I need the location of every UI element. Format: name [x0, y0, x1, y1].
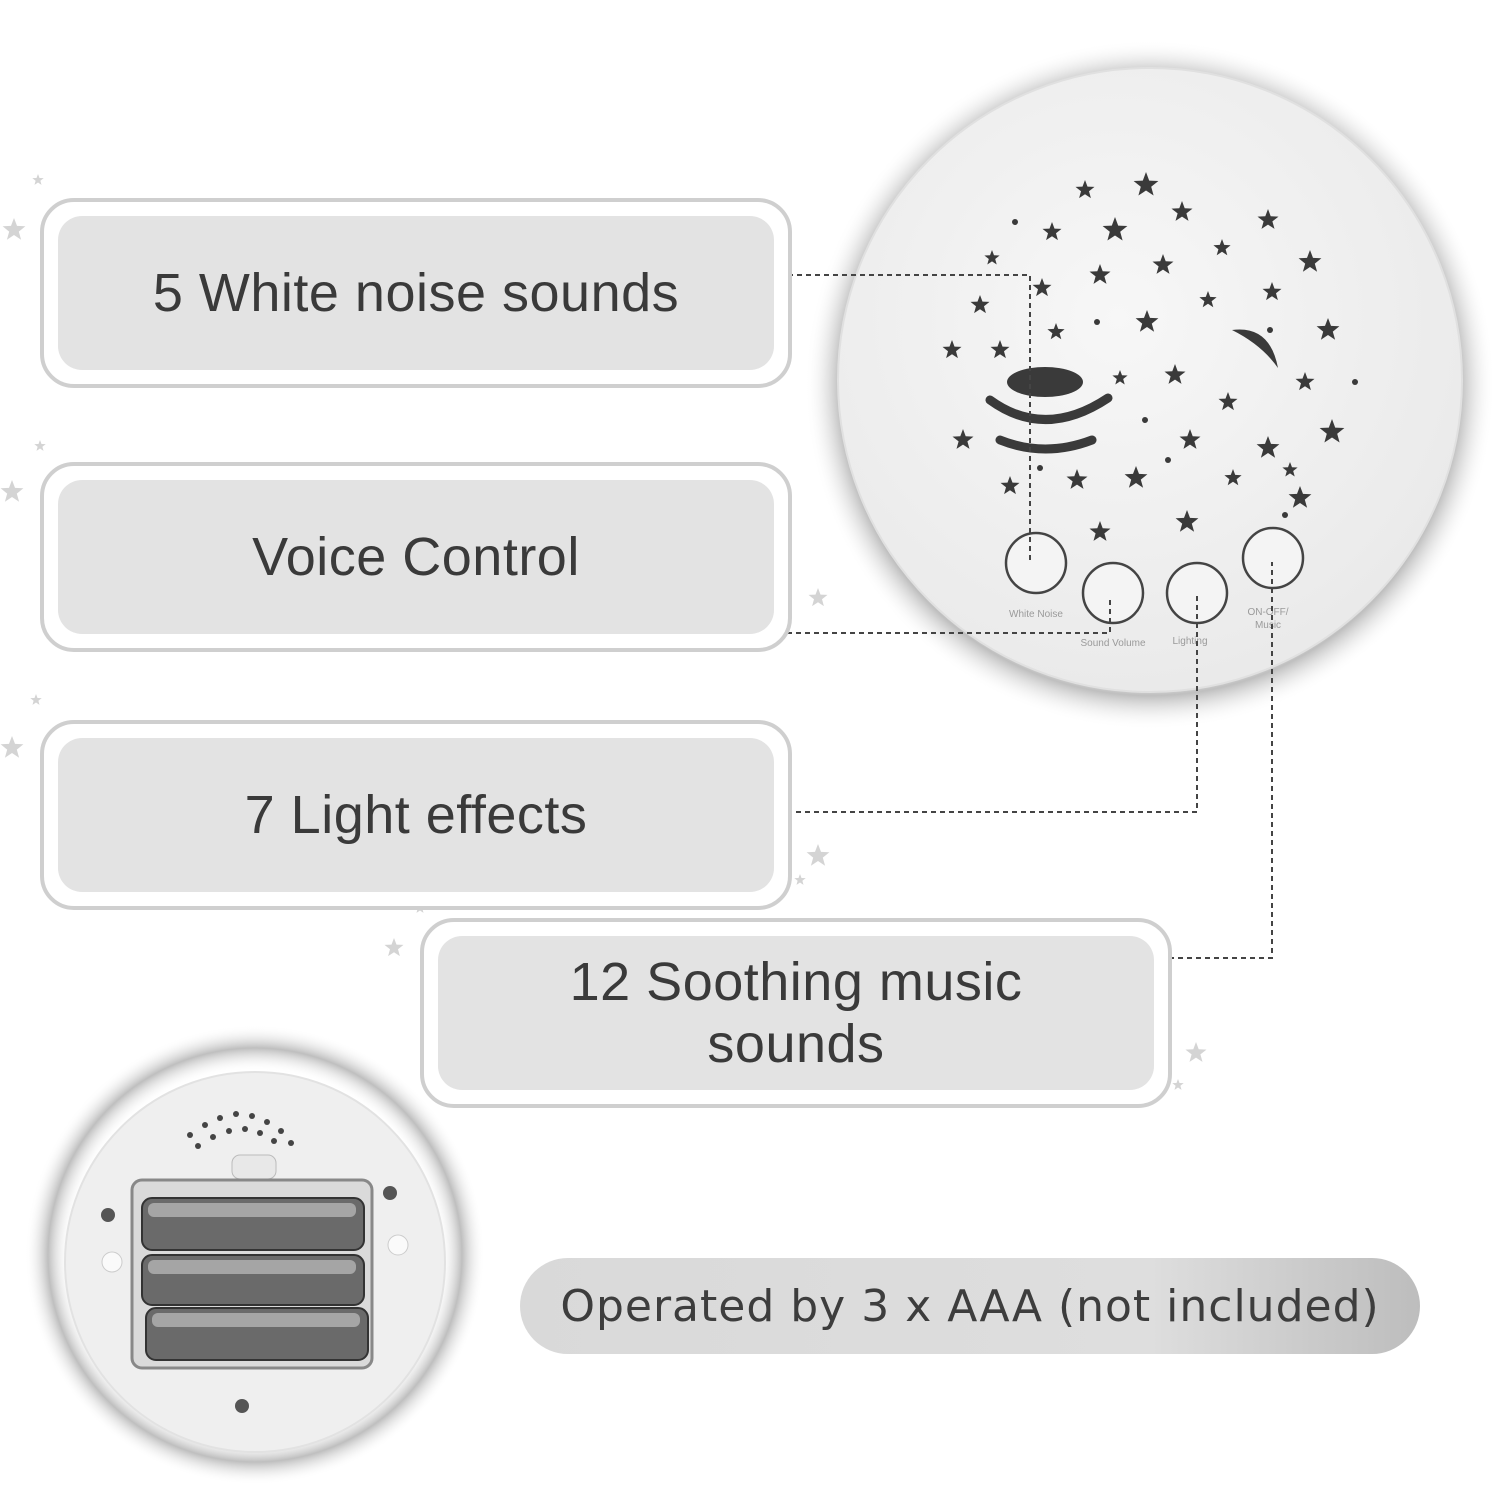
white-noise-caption: White Noise	[1009, 609, 1063, 620]
battery-note-pill: Operated by 3 x AAA (not included)	[520, 1258, 1420, 1354]
star-icon	[1133, 172, 1159, 196]
white-noise-button[interactable]	[1004, 531, 1068, 595]
dot-icon	[1267, 327, 1273, 333]
star-icon	[1112, 370, 1128, 385]
star-icon	[1288, 486, 1312, 508]
star-icon	[1224, 469, 1242, 486]
star-icon	[1218, 392, 1238, 411]
star-icon	[1262, 282, 1282, 301]
decorative-star-icon	[30, 694, 42, 705]
star-icon	[1089, 264, 1111, 284]
feature-panel-music: 12 Soothing music sounds	[420, 918, 1172, 1108]
feature-panel-light-effects: 7 Light effects	[40, 720, 792, 910]
star-icon	[1075, 180, 1095, 199]
dot-icon	[1282, 512, 1288, 518]
wave-icon	[995, 435, 1097, 454]
feature-label-voice-control: Voice Control	[252, 526, 580, 587]
star-icon	[1319, 419, 1345, 443]
dot-icon	[1037, 465, 1043, 471]
dot-icon	[1352, 379, 1358, 385]
star-icon	[1213, 239, 1231, 256]
star-icon	[1066, 469, 1088, 489]
star-icon	[1000, 476, 1020, 495]
speaker-grille	[187, 1111, 294, 1149]
star-icon	[1164, 364, 1186, 384]
star-icon	[1047, 323, 1065, 340]
star-icon	[1199, 291, 1217, 308]
star-icon	[1295, 372, 1315, 391]
decorative-stars	[0, 174, 1207, 1090]
sound-volume-caption: Sound Volume	[1080, 638, 1145, 649]
star-icon	[942, 340, 962, 359]
decorative-star-icon	[806, 844, 830, 866]
star-icon	[1298, 250, 1322, 272]
star-icon	[1042, 222, 1062, 241]
star-icon	[1179, 429, 1201, 449]
star-icon	[1257, 209, 1279, 229]
star-icon	[1175, 510, 1199, 532]
decorative-star-icon	[808, 588, 828, 607]
feature-label-light-effects: 7 Light effects	[244, 784, 588, 845]
star-icon	[1316, 318, 1340, 340]
connector-light-effects	[778, 596, 1198, 813]
battery-device	[64, 1071, 446, 1453]
star-icon	[1032, 278, 1052, 297]
star-icon	[984, 250, 1000, 265]
dot-icon	[1142, 417, 1148, 423]
decorative-star-icon	[384, 938, 404, 957]
star-icon	[1152, 254, 1174, 274]
star-icon	[1135, 310, 1159, 332]
dot-icon	[1012, 219, 1018, 225]
decorative-star-icon	[1185, 1042, 1207, 1062]
star-icon	[1256, 436, 1280, 458]
star-icon	[970, 295, 990, 314]
star-icon	[1124, 466, 1148, 488]
sound-volume-button[interactable]	[1081, 561, 1145, 625]
feature-panel-white-noise: 5 White noise sounds	[40, 198, 792, 388]
star-icon	[1102, 217, 1128, 241]
lighting-caption: Lighting	[1172, 636, 1207, 647]
projector-device: White Noise Sound Volume Lighting ON-OFF…	[837, 67, 1463, 693]
decorative-star-icon	[0, 736, 24, 758]
star-icon	[1282, 462, 1298, 477]
connector-music	[1160, 562, 1273, 959]
dot-icon	[1094, 319, 1100, 325]
on-off-caption-line1: ON-OFF/	[1247, 607, 1288, 618]
connector-lines	[760, 274, 1273, 959]
star-icon	[1089, 521, 1111, 541]
connector-white-noise	[788, 274, 1031, 563]
feature-panel-voice-control: Voice Control	[40, 462, 792, 652]
star-icon	[990, 340, 1010, 359]
on-off-caption-line2: Music	[1255, 620, 1281, 631]
star-field	[942, 172, 1358, 541]
battery-note-label: Operated by 3 x AAA (not included)	[560, 1280, 1380, 1332]
decorative-star-icon	[0, 480, 24, 502]
moon-icon	[1232, 329, 1278, 368]
decorative-star-icon	[32, 174, 44, 185]
star-icon	[952, 429, 974, 449]
decorative-star-icon	[2, 218, 26, 240]
feature-label-music: 12 Soothing music sounds	[569, 951, 1023, 1074]
decorative-star-icon	[34, 440, 46, 451]
decorative-star-icon	[794, 874, 806, 885]
feature-label-white-noise: 5 White noise sounds	[152, 262, 680, 323]
wave-icon	[985, 393, 1113, 424]
decorative-star-icon	[1172, 1079, 1184, 1090]
star-icon	[1171, 201, 1193, 221]
dot-icon	[1165, 457, 1171, 463]
fish-icon	[1007, 367, 1083, 397]
battery-cells	[141, 1197, 369, 1361]
